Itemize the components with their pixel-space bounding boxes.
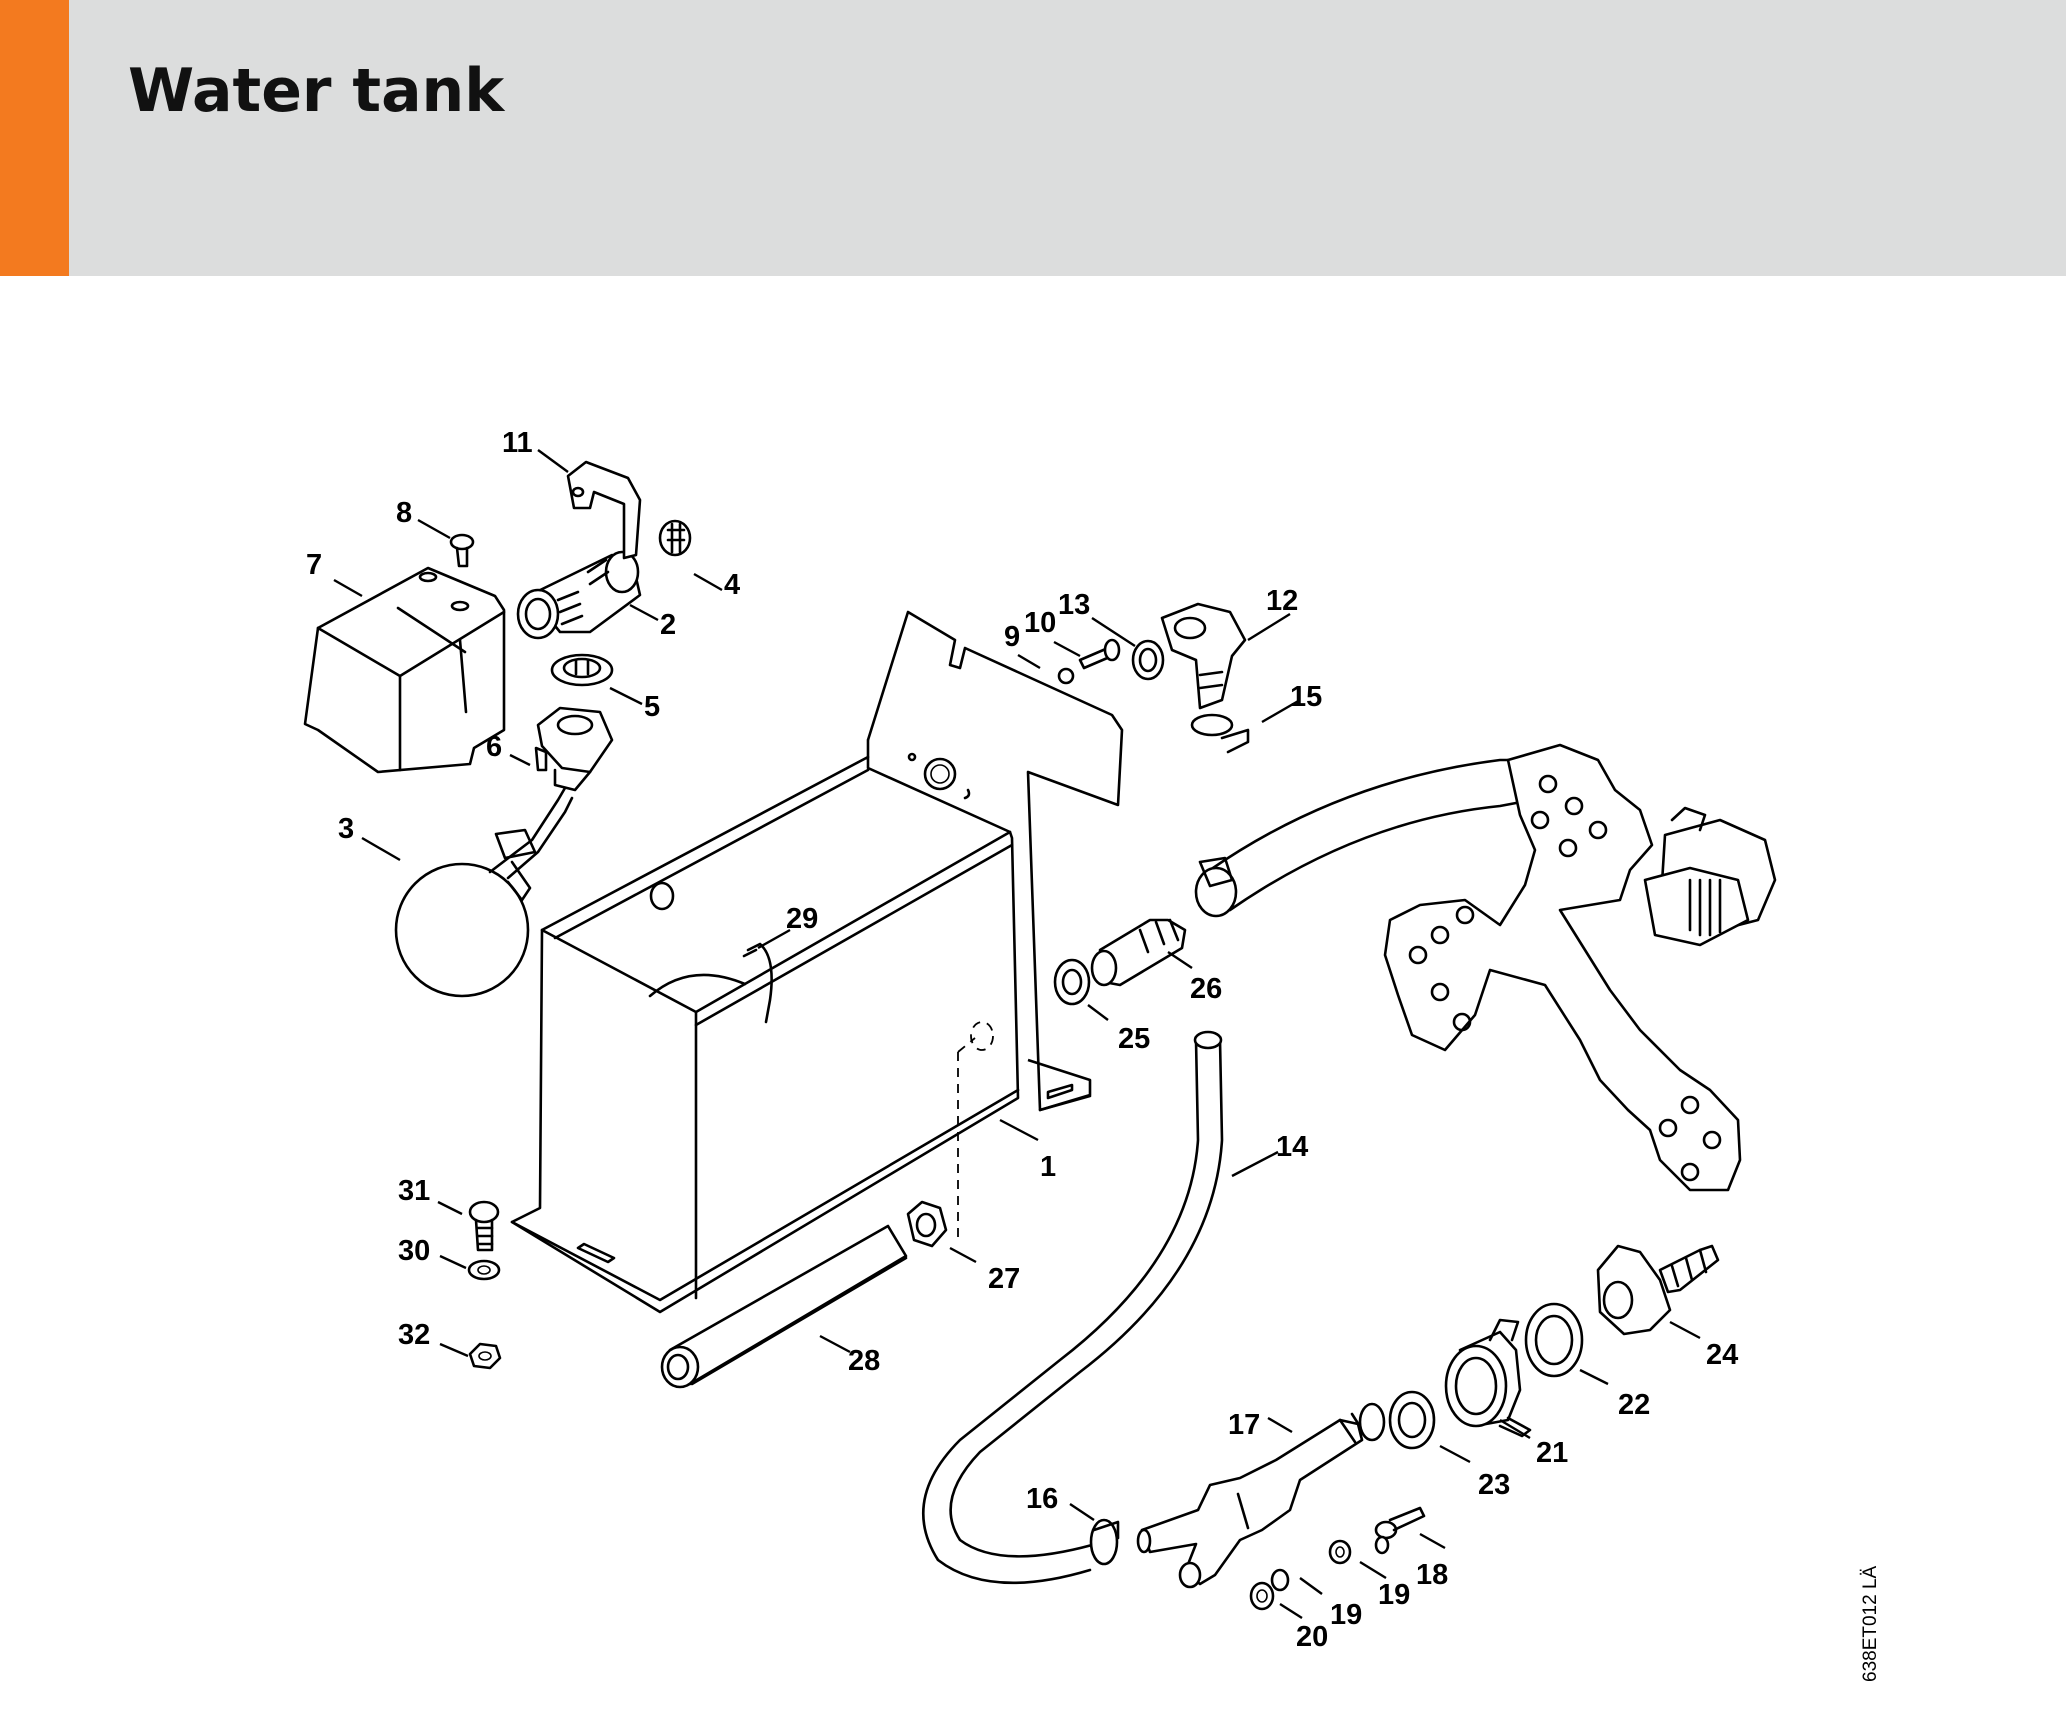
valve-cover-part xyxy=(303,566,506,774)
hose-clamp-15-part xyxy=(1190,713,1250,754)
callout-18: 18 xyxy=(1416,1559,1448,1591)
callout-24: 24 xyxy=(1706,1339,1738,1371)
accent-bar xyxy=(0,0,69,276)
nipple-26-part xyxy=(1053,918,1187,1006)
nut-32-part xyxy=(468,1342,502,1370)
callout-19b: 19 xyxy=(1330,1599,1362,1631)
callout-28: 28 xyxy=(848,1345,880,1377)
callout-15: 15 xyxy=(1290,681,1322,713)
callout-11: 11 xyxy=(502,427,533,459)
ring-22-part xyxy=(1524,1302,1584,1378)
callout-7: 7 xyxy=(306,549,322,581)
hose-nipple-24-part xyxy=(1596,1244,1720,1336)
callout-12: 12 xyxy=(1266,585,1298,617)
screw-18-part xyxy=(1374,1506,1426,1555)
callout-1: 1 xyxy=(1040,1151,1056,1183)
pump-housing-part xyxy=(1383,743,1777,1192)
callout-21: 21 xyxy=(1536,1437,1568,1469)
callout-23: 23 xyxy=(1478,1469,1510,1501)
gasket-23-part xyxy=(1388,1390,1436,1450)
tee-fitting-17-part xyxy=(1136,1402,1386,1589)
callout-6: 6 xyxy=(486,731,502,763)
callout-4: 4 xyxy=(724,569,740,601)
callout-31: 31 xyxy=(398,1175,430,1207)
callout-8: 8 xyxy=(396,497,412,529)
bracket-11-part xyxy=(566,460,642,560)
valve-fitting-part xyxy=(516,550,642,640)
callout-19a: 19 xyxy=(1378,1579,1410,1611)
seal-5-part xyxy=(550,653,614,687)
callout-numbers: 11 8 7 4 2 5 6 3 9 10 13 12 15 29 26 25 … xyxy=(306,427,1738,1653)
nut-20-part xyxy=(1249,1568,1290,1611)
callout-20: 20 xyxy=(1296,1621,1328,1653)
washer-19-part xyxy=(1328,1539,1352,1565)
water-tank-body xyxy=(510,755,1020,1314)
callout-17: 17 xyxy=(1228,1409,1260,1441)
hose-28-part xyxy=(660,1224,908,1389)
coupling-21-part xyxy=(1444,1318,1532,1438)
callout-26: 26 xyxy=(1190,973,1222,1005)
callout-27: 27 xyxy=(988,1263,1020,1295)
callout-10: 10 xyxy=(1024,607,1056,639)
hose-clamp-16-part xyxy=(1089,1518,1120,1566)
callout-30: 30 xyxy=(398,1235,430,1267)
float-ball-part xyxy=(394,786,574,998)
callout-22: 22 xyxy=(1618,1389,1650,1421)
callout-2: 2 xyxy=(660,609,676,641)
callout-14: 14 xyxy=(1276,1131,1308,1163)
screw-9-10-part xyxy=(1057,638,1165,685)
callout-25: 25 xyxy=(1118,1023,1150,1055)
page-title: Water tank xyxy=(128,56,505,126)
header-band xyxy=(0,0,2066,276)
drawing-code: 638ET012 LÄ xyxy=(1860,1565,1881,1682)
callout-5: 5 xyxy=(644,691,660,723)
callout-16: 16 xyxy=(1026,1483,1058,1515)
callout-9: 9 xyxy=(1004,621,1020,653)
nut-27-part xyxy=(906,1200,948,1248)
callout-29: 29 xyxy=(786,903,818,935)
clip-29-part xyxy=(742,942,773,1024)
bolt-31-part xyxy=(468,1200,500,1252)
valve-body-part xyxy=(534,706,614,792)
hose-14-part xyxy=(921,1030,1224,1585)
upper-hose-part xyxy=(1194,758,1534,918)
washer-30-part xyxy=(467,1259,501,1281)
callout-13: 13 xyxy=(1058,589,1090,621)
callout-3: 3 xyxy=(338,813,354,845)
callout-32: 32 xyxy=(398,1319,430,1351)
screw-8-part xyxy=(449,533,475,568)
elbow-12-part xyxy=(1160,602,1247,710)
leader-lines xyxy=(333,449,1701,1620)
insert-4-part xyxy=(658,519,692,557)
